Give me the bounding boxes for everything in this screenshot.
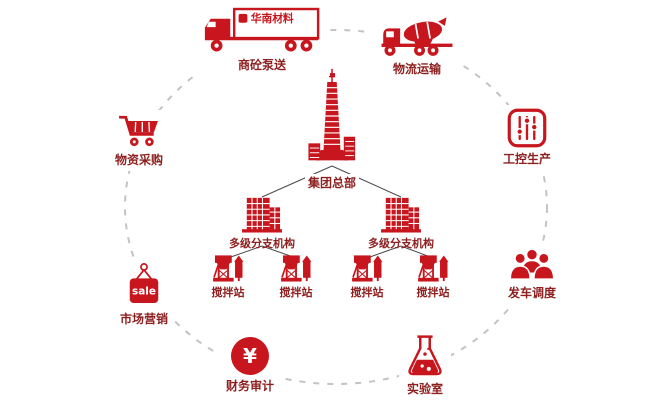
node-label: 发车调度: [507, 286, 557, 300]
truck-icon: 华南材料: [204, 7, 320, 52]
headquarters-label: 集团总部: [304, 174, 360, 191]
branch-label: 多级分支机构: [368, 237, 434, 250]
node-label: 物流运输: [392, 62, 441, 76]
trailer-text: 华南材料: [251, 12, 294, 25]
node-pumping: 华南材料 商砼泵送: [194, 4, 330, 76]
node-logistics: 物流运输: [372, 11, 462, 80]
node-lab: 实验室: [399, 331, 451, 400]
node-label: 市场营销: [119, 312, 169, 326]
node-label: 财务审计: [225, 379, 275, 393]
skyscraper-icon: [308, 68, 356, 161]
sale-tag-icon: sale: [129, 263, 159, 304]
station-label: 搅拌站: [279, 286, 313, 299]
station-node: 搅拌站: [212, 254, 245, 300]
sale-text: sale: [132, 286, 156, 298]
mixing-plant-icon: [417, 255, 448, 282]
station-label: 搅拌站: [211, 286, 245, 299]
node-label: 商砼泵送: [237, 58, 286, 72]
station-label: 搅拌站: [350, 286, 384, 299]
station-node: 搅拌站: [417, 254, 450, 300]
station-label: 搅拌站: [416, 286, 450, 299]
branch-left-node: 多级分支机构: [229, 195, 295, 251]
station-node: 搅拌站: [351, 254, 384, 300]
node-audit: ¥ 财务审计: [218, 334, 282, 397]
mixer-truck-icon: [381, 17, 453, 56]
control-panel-icon: [507, 108, 547, 148]
building-icon: [242, 197, 282, 233]
node-marketing: sale 市场营销: [112, 259, 176, 330]
node-dispatch: 发车调度: [500, 245, 564, 304]
headquarters-node: [299, 66, 365, 166]
branch-right-node: 多级分支机构: [368, 195, 434, 251]
building-icon: [381, 197, 421, 233]
node-label: 物资采购: [114, 153, 164, 167]
flask-icon: [408, 335, 442, 376]
station-node: 搅拌站: [280, 254, 313, 300]
mixing-plant-icon: [212, 255, 243, 282]
node-label: 实验室: [406, 382, 443, 396]
yen-coin-icon: ¥: [230, 337, 269, 375]
people-icon: [509, 249, 555, 280]
node-production: 工控生产: [495, 105, 559, 170]
node-label: 工控生产: [502, 152, 552, 166]
shopping-cart-icon: [119, 115, 158, 147]
mixing-plant-icon: [280, 255, 311, 282]
yen-symbol: ¥: [243, 344, 257, 368]
mixing-plant-icon: [351, 255, 382, 282]
node-procurement: 物资采购: [107, 110, 171, 171]
branch-label: 多级分支机构: [229, 237, 295, 250]
